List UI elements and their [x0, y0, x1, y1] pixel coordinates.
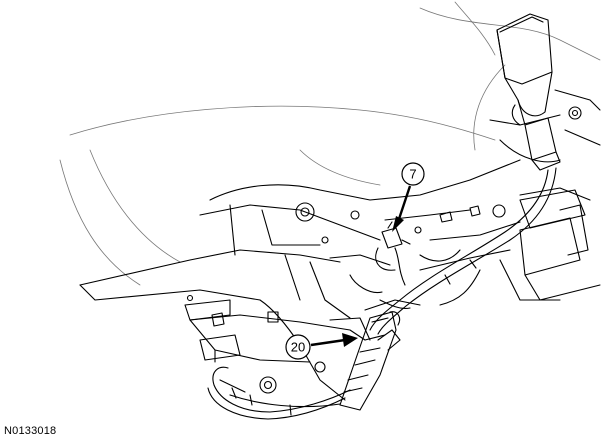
seat-track — [439, 189, 601, 306]
callout-7: 7 — [392, 162, 425, 232]
callout-20-label: 20 — [291, 340, 305, 355]
seat-belt-wiring-harness — [207, 167, 557, 420]
seat-belt-buckle — [496, 13, 561, 171]
figure-id: N0133018 — [4, 425, 57, 437]
callout-7-label: 7 — [409, 167, 416, 182]
frame-fasteners — [186, 106, 582, 394]
seat-trim-outline — [59, 1, 601, 286]
buckle-electrical-connector — [339, 311, 401, 411]
callout-7-arrow — [396, 185, 412, 223]
callout-20-arrow — [310, 338, 346, 347]
seat-position-sensor — [375, 221, 411, 271]
callout-20: 20 — [285, 333, 358, 360]
